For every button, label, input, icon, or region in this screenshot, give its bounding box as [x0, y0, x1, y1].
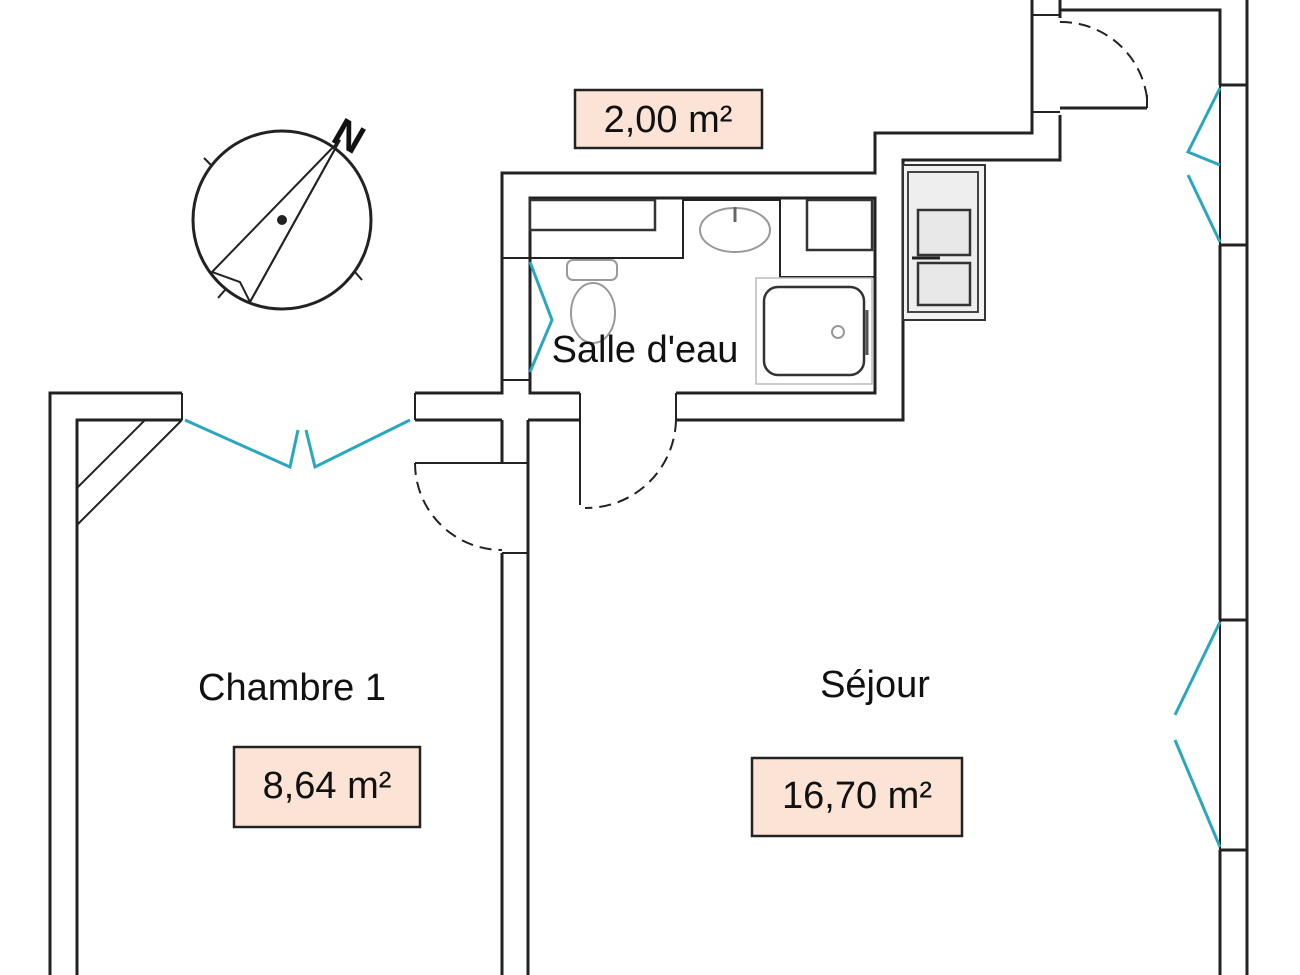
area-badge — [573, 88, 764, 150]
shower-tray-icon — [762, 285, 866, 377]
area-badge — [750, 756, 964, 838]
label-salle-deau: Salle d'eau — [552, 329, 739, 371]
toilet-icon — [570, 282, 616, 344]
sink-basin-icon — [916, 261, 972, 307]
label-sejour: Séjour — [820, 664, 930, 706]
cabinet — [805, 198, 874, 252]
label-chambre-1: Chambre 1 — [198, 667, 386, 709]
toilet-tank-icon — [566, 259, 618, 281]
room-sejour: Séjour 16,70 m² — [750, 664, 964, 838]
doors — [76, 20, 1148, 551]
room-chambre-1: Chambre 1 8,64 m² — [198, 667, 422, 829]
room-salle-deau: 2,00 m² Salle d'eau — [552, 88, 764, 371]
shelf — [528, 198, 657, 232]
walls — [48, 0, 1249, 975]
area-chambre-1: 8,64 m² — [263, 765, 392, 807]
area-badge — [232, 745, 422, 829]
sink-basin-icon — [916, 208, 972, 257]
windows — [184, 87, 1222, 848]
fixtures — [528, 164, 986, 385]
area-salle-deau: 2,00 m² — [604, 99, 733, 141]
area-sejour: 16,70 m² — [782, 775, 932, 817]
compass-icon: N — [191, 110, 373, 311]
